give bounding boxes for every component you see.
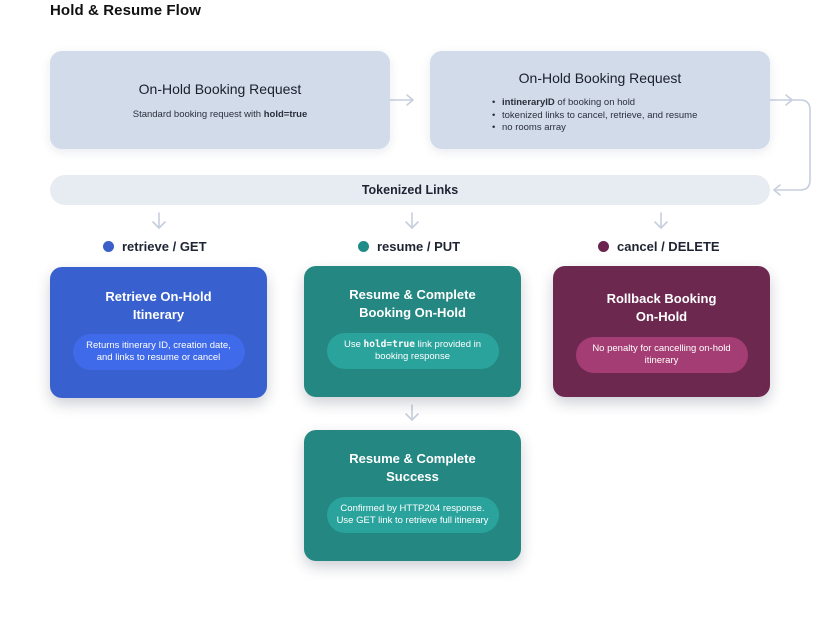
bullet-no-rooms: no rooms array: [492, 122, 697, 135]
cancel-card-description: No penalty for cancelling on-hold itiner…: [575, 337, 748, 373]
resume-card-description: Use hold=true link provided in booking r…: [326, 333, 499, 369]
request-box-title: On-Hold Booking Request: [138, 81, 302, 97]
success-card-title: Resume & Complete Success: [349, 451, 476, 484]
response-box: On-Hold Booking Request intineraryID of …: [430, 51, 770, 149]
resume-dot-icon: [358, 241, 369, 252]
hold-code: hold=true: [363, 339, 415, 350]
tokenized-links-bar: Tokenized Links: [50, 175, 770, 205]
op-label-resume: resume / PUT: [358, 239, 460, 254]
success-card: Resume & Complete Success Confirmed by H…: [304, 430, 521, 561]
hold-code: hold=true: [263, 109, 308, 120]
cancel-dot-icon: [598, 241, 609, 252]
retrieve-dot-icon: [103, 241, 114, 252]
response-box-title: On-Hold Booking Request: [518, 70, 682, 86]
cancel-card: Rollback Booking On-Hold No penalty for …: [553, 266, 770, 397]
bullet-tokenized-links: tokenized links to cancel, retrieve, and…: [492, 110, 697, 123]
retrieve-card-description: Returns itinerary ID, creation date, and…: [72, 334, 245, 370]
bullet-itinerary-id: intineraryID of booking on hold: [492, 97, 697, 110]
success-card-description: Confirmed by HTTP204 response. Use GET l…: [326, 497, 499, 533]
resume-card: Resume & Complete Booking On-Hold Use ho…: [304, 266, 521, 397]
page-title: Hold & Resume Flow: [50, 2, 201, 19]
request-box: On-Hold Booking Request Standard booking…: [50, 51, 390, 149]
arrow-response-to-links: [769, 99, 811, 191]
resume-card-title: Resume & Complete Booking On-Hold: [349, 287, 476, 320]
op-label-cancel: cancel / DELETE: [598, 239, 720, 254]
retrieve-card-title: Retrieve On-Hold Itinerary: [105, 289, 212, 322]
cancel-card-title: Rollback Booking On-Hold: [606, 291, 717, 324]
retrieve-card: Retrieve On-Hold Itinerary Returns itine…: [50, 267, 267, 398]
request-box-subtitle: Standard booking request with hold=true: [132, 109, 308, 120]
response-bullet-list: intineraryID of booking on hold tokenize…: [492, 97, 697, 135]
op-label-retrieve: retrieve / GET: [103, 239, 207, 254]
